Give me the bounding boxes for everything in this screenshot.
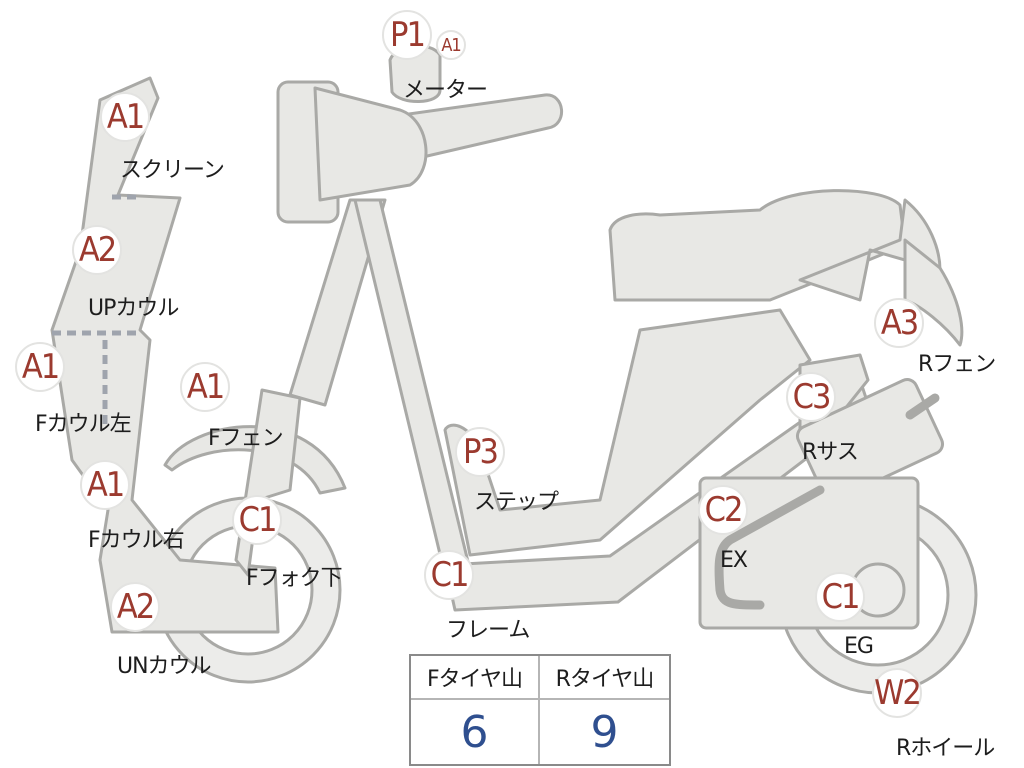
f-cowl-left-code-badge: A1: [15, 342, 65, 392]
f-cowl-right-code-badge: A1: [80, 460, 130, 510]
f-fork-lower-code-badge: C1: [232, 495, 282, 545]
tire-tread-table: Fタイヤ山 Rタイヤ山 6 9: [409, 654, 671, 766]
r-fender-label: Rフェン: [918, 352, 996, 377]
screen-code-badge: A1: [100, 92, 150, 142]
front-tread-header: Fタイヤ山: [411, 656, 540, 700]
un-cowl-label: UNカウル: [117, 654, 212, 679]
f-fender-code-badge: A1: [180, 362, 230, 412]
exhaust-code-badge: C2: [698, 485, 748, 535]
engine-label: EG: [844, 634, 874, 659]
rear-tread-header: Rタイヤ山: [540, 656, 669, 700]
r-wheel-code-badge: W2: [872, 668, 922, 718]
front-tread-value: 6: [411, 700, 540, 764]
meter-code2-badge: A1: [436, 30, 466, 60]
frame-down-tube: [353, 198, 472, 577]
screen-label: スクリーン: [120, 158, 225, 183]
f-fender-label: Fフェン: [208, 426, 284, 451]
step-code-badge: P3: [455, 427, 505, 477]
rear-tread-value: 9: [590, 706, 619, 758]
up-cowl-code-badge: A2: [72, 225, 122, 275]
meter-code-badge: P1: [382, 10, 432, 60]
frame-label: フレーム: [446, 618, 530, 643]
f-fork-lower-label: Fフォク下: [246, 566, 343, 591]
shock-absorber: [795, 378, 945, 502]
r-wheel-label: Rホイール: [896, 736, 995, 761]
up-cowl-label: UPカウル: [88, 296, 179, 321]
r-fender-code-badge: A3: [874, 298, 924, 348]
f-cowl-left-label: Fカウル左: [35, 412, 132, 437]
engine-code-badge: C1: [815, 572, 865, 622]
frame-code-badge: C1: [424, 550, 474, 600]
front-fender: [163, 425, 347, 495]
f-cowl-right-label: Fカウル右: [88, 528, 185, 553]
head-cover: [313, 86, 428, 202]
exhaust-pipe: [714, 485, 825, 610]
meter-label: メーター: [403, 78, 488, 103]
r-suspension-label: Rサス: [802, 440, 859, 465]
exhaust-label: EX: [720, 548, 748, 573]
r-suspension-code-badge: C3: [786, 372, 836, 422]
step-label: ステップ: [474, 490, 559, 515]
un-cowl-code-badge: A2: [110, 582, 160, 632]
